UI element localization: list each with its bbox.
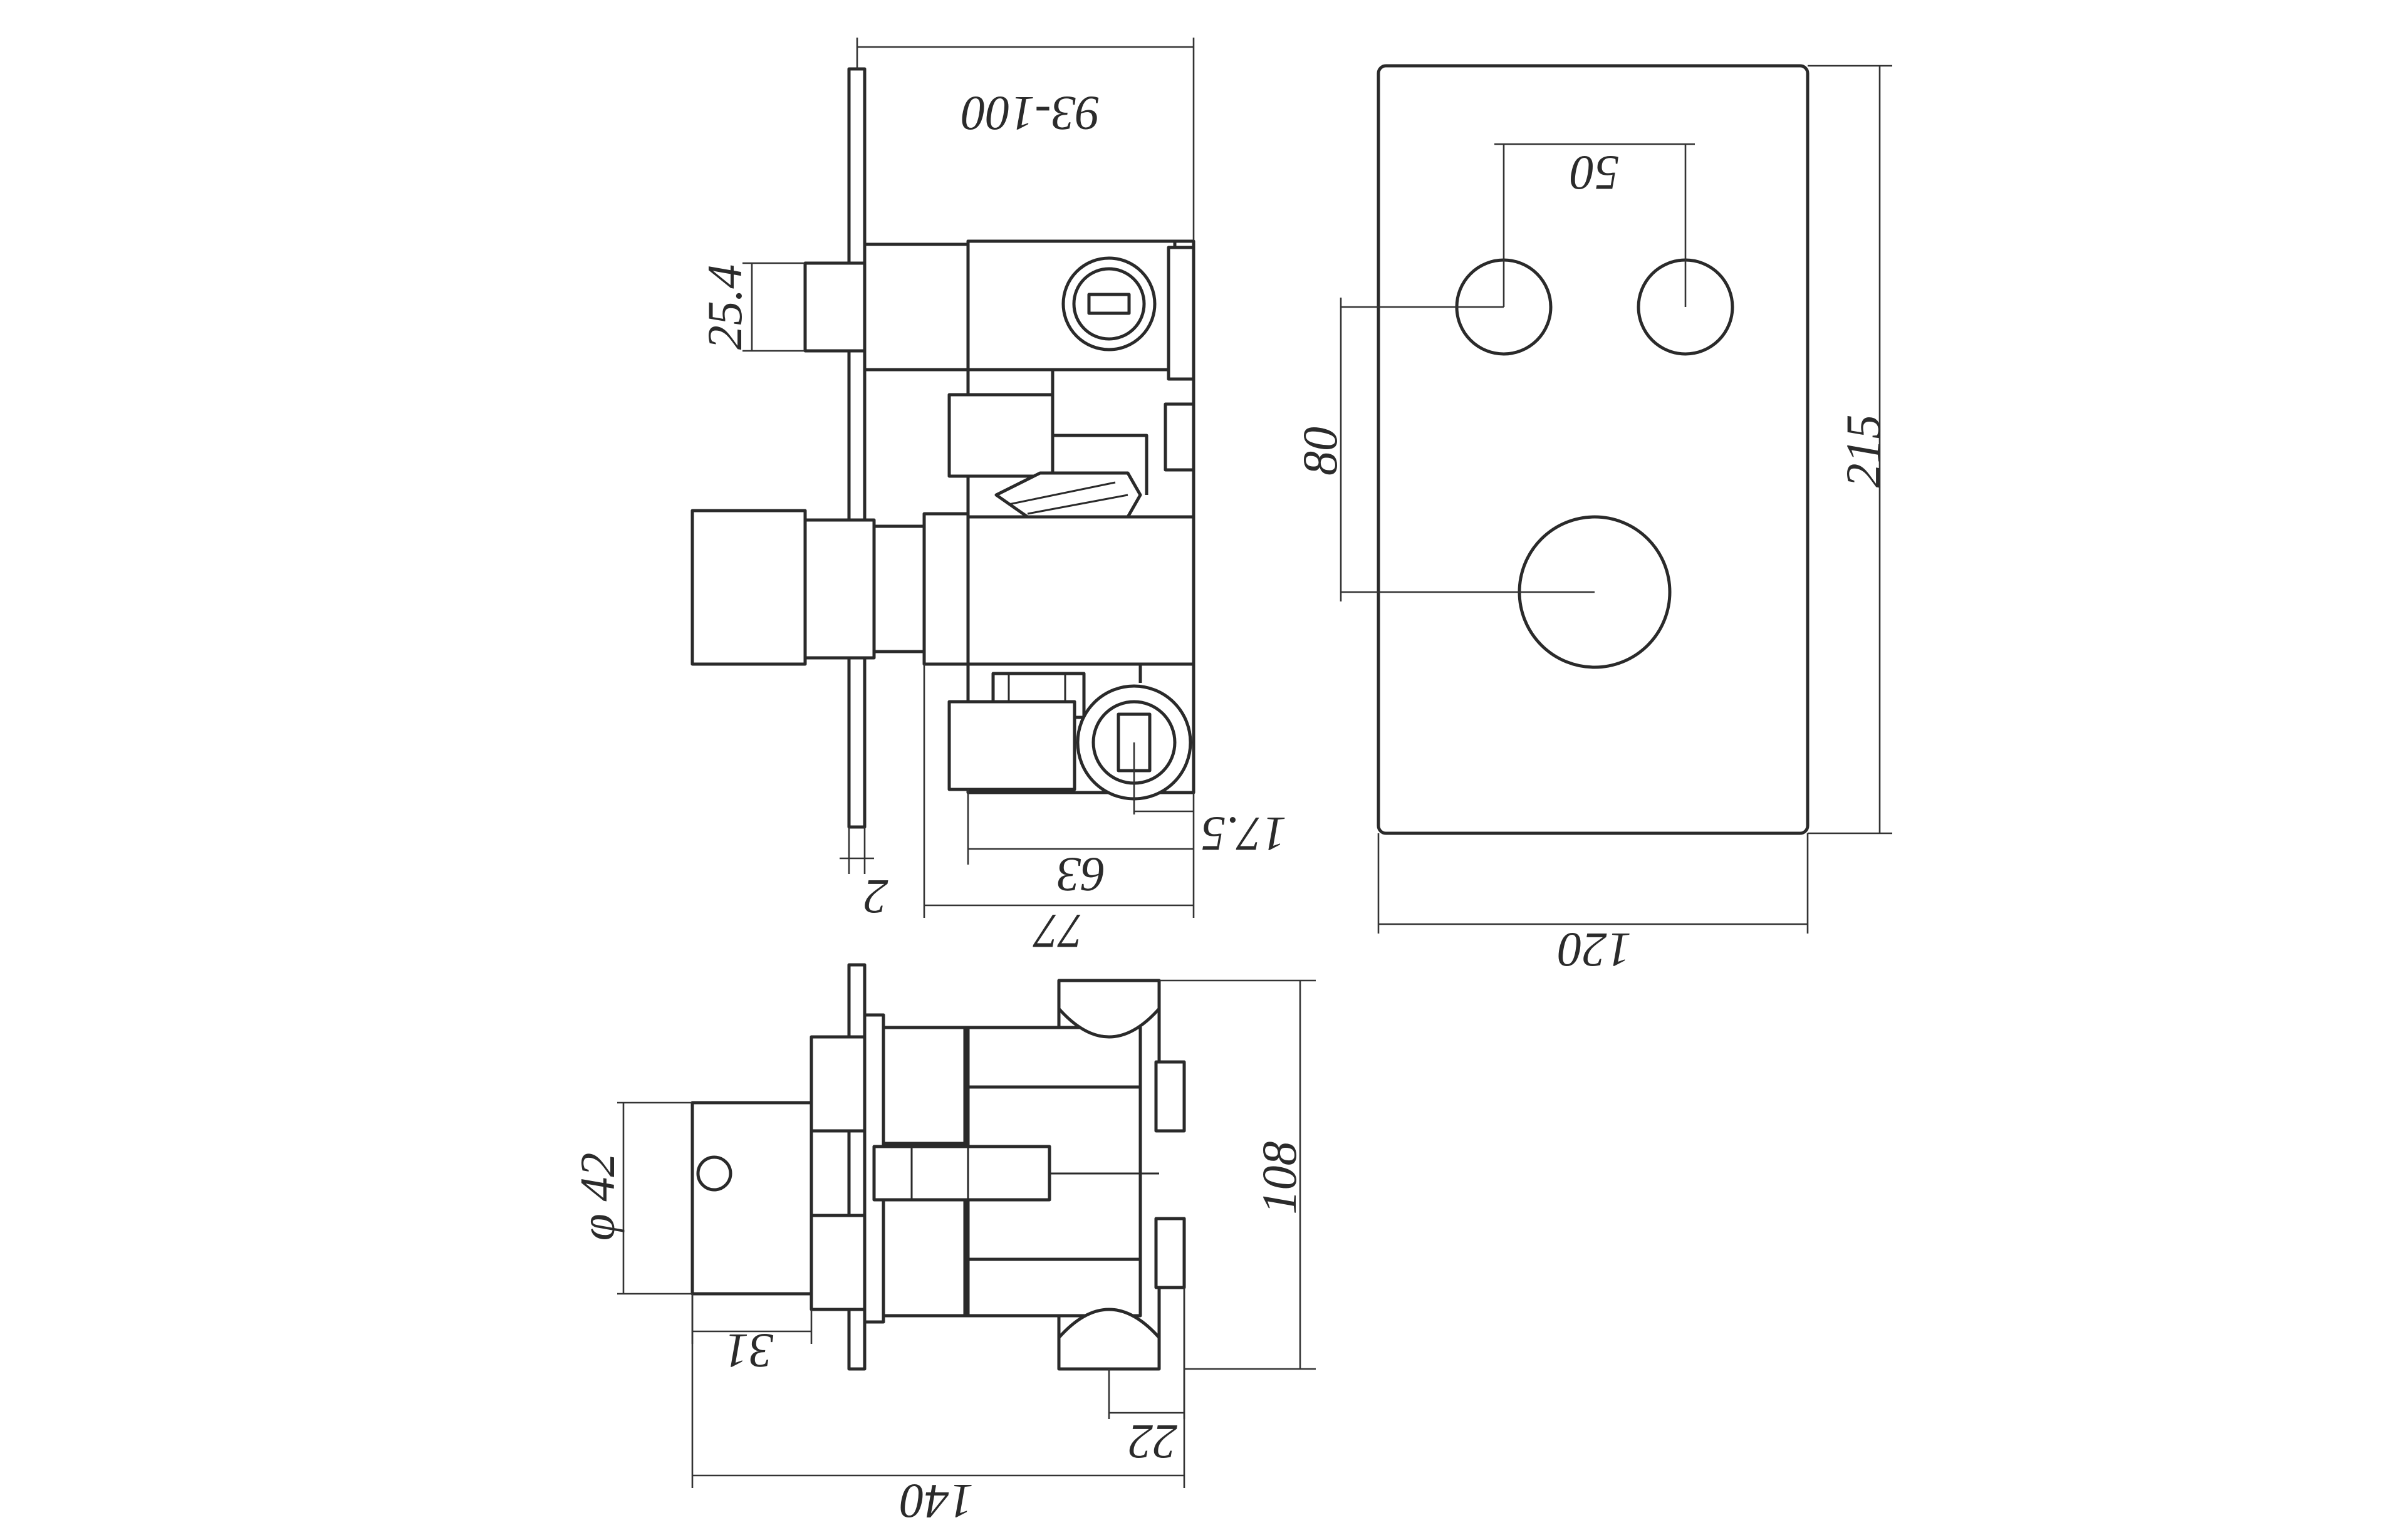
dim-label-knob-diameter: φ 42 xyxy=(570,1153,625,1241)
side-top-outlet-collar xyxy=(863,242,970,372)
side-top-outlet-slot xyxy=(1087,293,1131,315)
side-top-outlet-stub xyxy=(803,261,867,353)
side-view: 93-100 25.4 2 63 77 17.5 xyxy=(690,38,1287,959)
dim-line-body-height xyxy=(1159,979,1316,1370)
dim-line-wall-depth xyxy=(856,38,1195,241)
dim-line-total-depth xyxy=(691,1288,1185,1488)
top-knob-grub-screw xyxy=(696,1155,732,1192)
top-upper-right-nut xyxy=(1154,1060,1186,1133)
front-view: 50 80 215 120 xyxy=(1293,64,1892,977)
dim-line-button-to-knob xyxy=(1340,298,1595,601)
side-middle-block xyxy=(947,393,1055,478)
side-lower-block xyxy=(947,700,1076,791)
dim-label-button-spacing: 50 xyxy=(1570,146,1619,200)
side-lower-bracket xyxy=(1138,662,1194,683)
dim-line-knob-diameter xyxy=(617,1101,692,1295)
dim-line-body-depth xyxy=(923,664,1195,918)
dim-line-outlet-offset xyxy=(1133,742,1194,814)
side-cartridge-hatch xyxy=(1008,481,1128,515)
top-spindle-lines xyxy=(910,1147,1159,1200)
side-top-outlet-nut xyxy=(1167,246,1195,381)
dim-line-plate-width xyxy=(1377,833,1809,934)
top-knob xyxy=(690,1101,813,1296)
top-lower-end-cap xyxy=(1057,1308,1161,1371)
side-spindle-sleeve xyxy=(922,512,970,666)
dim-label-button-to-knob: 80 xyxy=(1293,427,1347,476)
side-valve-core xyxy=(966,515,1195,666)
dim-label-plate-width: 120 xyxy=(1558,923,1632,977)
dim-label-plate-thickness: 2 xyxy=(864,870,888,924)
dim-label-inlet-offset: 22 xyxy=(1128,1415,1177,1469)
side-spindle-ring xyxy=(872,524,926,653)
dim-label-outlet-offset: 17.5 xyxy=(1201,807,1287,861)
dim-line-plate-height xyxy=(1808,65,1892,835)
side-top-outlet-thread xyxy=(1072,267,1146,341)
dim-line-body-to-outlet xyxy=(967,789,1195,865)
front-cover-plate xyxy=(1377,64,1810,835)
top-upper-end-cap xyxy=(1057,979,1161,1039)
dim-label-plate-height: 215 xyxy=(1836,415,1890,488)
dim-label-body-to-outlet: 63 xyxy=(1056,848,1105,902)
dim-label-body-depth: 77 xyxy=(1033,904,1083,959)
dim-line-plate-thickness xyxy=(840,827,874,874)
top-upper-ring xyxy=(882,1026,967,1145)
dim-line-button-spacing xyxy=(1494,143,1695,307)
top-view: φ 42 31 108 22 140 xyxy=(570,963,1316,1529)
side-cover-plate xyxy=(847,67,867,829)
dim-label-body-height: 108 xyxy=(1252,1142,1306,1215)
side-middle-nut xyxy=(1164,402,1195,472)
dim-label-knob-length: 31 xyxy=(724,1324,774,1378)
dim-label-total-depth: 140 xyxy=(900,1474,974,1529)
side-knob-collar xyxy=(803,518,876,660)
top-body-ribs xyxy=(968,1085,1140,1261)
dim-line-outlet-diameter xyxy=(742,262,805,352)
dim-label-wall-depth: 93-100 xyxy=(962,86,1100,141)
top-upper-collar xyxy=(810,1035,867,1133)
top-spindle xyxy=(872,1145,1051,1202)
dim-label-outlet-diameter: 25.4 xyxy=(697,264,752,350)
top-lower-right-nut xyxy=(1154,1217,1186,1289)
top-lower-collar xyxy=(810,1214,867,1311)
side-knob xyxy=(690,509,807,666)
top-lower-ring xyxy=(882,1198,967,1318)
